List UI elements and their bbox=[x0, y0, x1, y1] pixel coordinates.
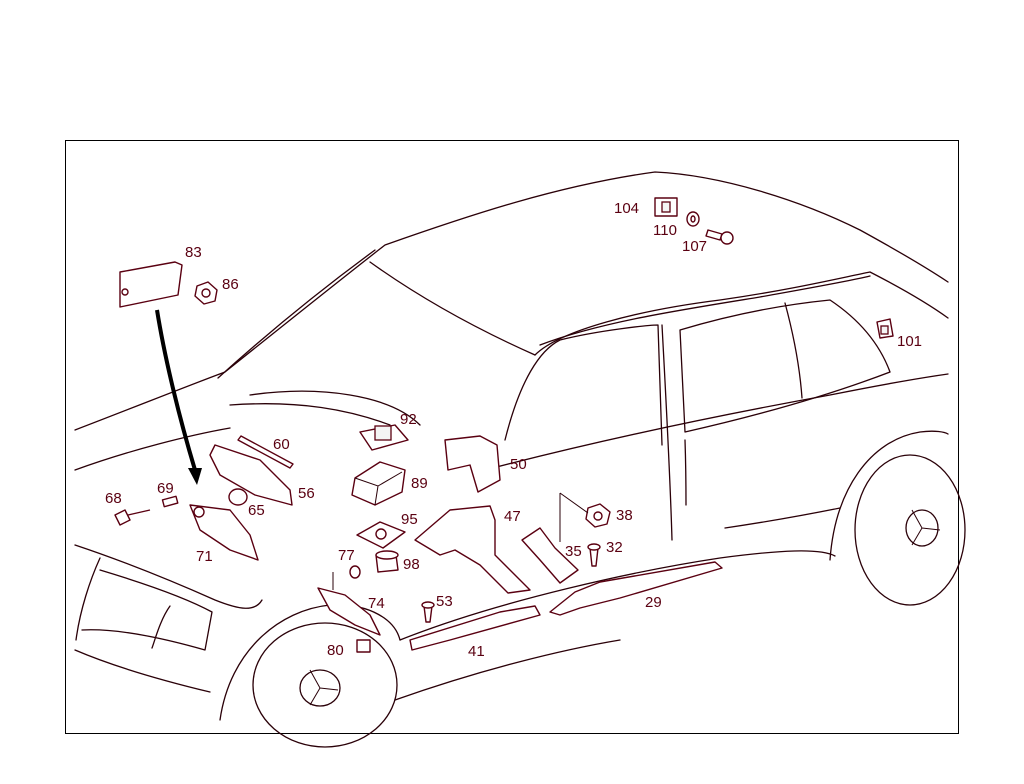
part-41-shape bbox=[409, 605, 541, 651]
part-77-shape bbox=[349, 565, 361, 579]
callout-77: 77 bbox=[338, 547, 355, 564]
part-68-shape bbox=[114, 509, 151, 526]
callout-38: 38 bbox=[616, 507, 633, 524]
part-89-shape bbox=[351, 461, 406, 506]
car-body-outline bbox=[74, 171, 966, 748]
part-38-shape bbox=[559, 492, 611, 542]
part-86-shape bbox=[194, 281, 218, 305]
part-60-shape bbox=[237, 435, 294, 469]
part-50-shape bbox=[444, 435, 501, 493]
callout-89: 89 bbox=[411, 475, 428, 492]
callout-60: 60 bbox=[273, 436, 290, 453]
callout-53: 53 bbox=[436, 593, 453, 610]
callout-71: 71 bbox=[196, 548, 213, 565]
part-104-shape bbox=[654, 197, 678, 217]
assembly-arrow bbox=[155, 309, 202, 485]
part-65-shape bbox=[228, 488, 248, 506]
callout-101: 101 bbox=[897, 333, 923, 350]
part-56-shape bbox=[209, 444, 293, 506]
part-47-shape bbox=[414, 505, 531, 594]
callout-107: 107 bbox=[682, 238, 708, 255]
callout-86: 86 bbox=[222, 276, 239, 293]
part-29-shape bbox=[549, 561, 723, 616]
callout-98: 98 bbox=[403, 556, 420, 573]
callout-69: 69 bbox=[157, 480, 174, 497]
diagram-frame bbox=[65, 140, 959, 734]
callout-50: 50 bbox=[510, 456, 527, 473]
part-83-shape bbox=[119, 261, 183, 308]
callout-68: 68 bbox=[105, 490, 122, 507]
callout-83: 83 bbox=[185, 244, 202, 261]
part-92-shape bbox=[359, 424, 409, 451]
part-71-shape bbox=[189, 504, 259, 561]
part-98-shape bbox=[375, 550, 399, 573]
part-74-shape bbox=[317, 572, 381, 636]
callout-104: 104 bbox=[614, 200, 640, 217]
callout-56: 56 bbox=[298, 485, 315, 502]
part-32-shape bbox=[587, 543, 601, 567]
callout-41: 41 bbox=[468, 643, 485, 660]
callout-95: 95 bbox=[401, 511, 418, 528]
callout-29: 29 bbox=[645, 594, 662, 611]
callout-92: 92 bbox=[400, 411, 417, 428]
part-101-shape bbox=[876, 318, 894, 339]
part-107-shape bbox=[705, 229, 734, 245]
callout-35: 35 bbox=[565, 543, 582, 560]
part-95-shape bbox=[356, 521, 406, 549]
front-wheel bbox=[219, 604, 401, 748]
part-53-shape bbox=[421, 601, 435, 623]
callout-47: 47 bbox=[504, 508, 521, 525]
part-110-shape bbox=[686, 211, 700, 227]
part-80-shape bbox=[356, 639, 371, 653]
callout-80: 80 bbox=[327, 642, 344, 659]
rear-wheel bbox=[829, 430, 966, 606]
callout-110: 110 bbox=[653, 222, 677, 239]
callout-74: 74 bbox=[368, 595, 385, 612]
part-35-shape bbox=[521, 527, 579, 584]
callout-65: 65 bbox=[248, 502, 265, 519]
part-69-shape bbox=[161, 495, 179, 508]
callout-32: 32 bbox=[606, 539, 623, 556]
